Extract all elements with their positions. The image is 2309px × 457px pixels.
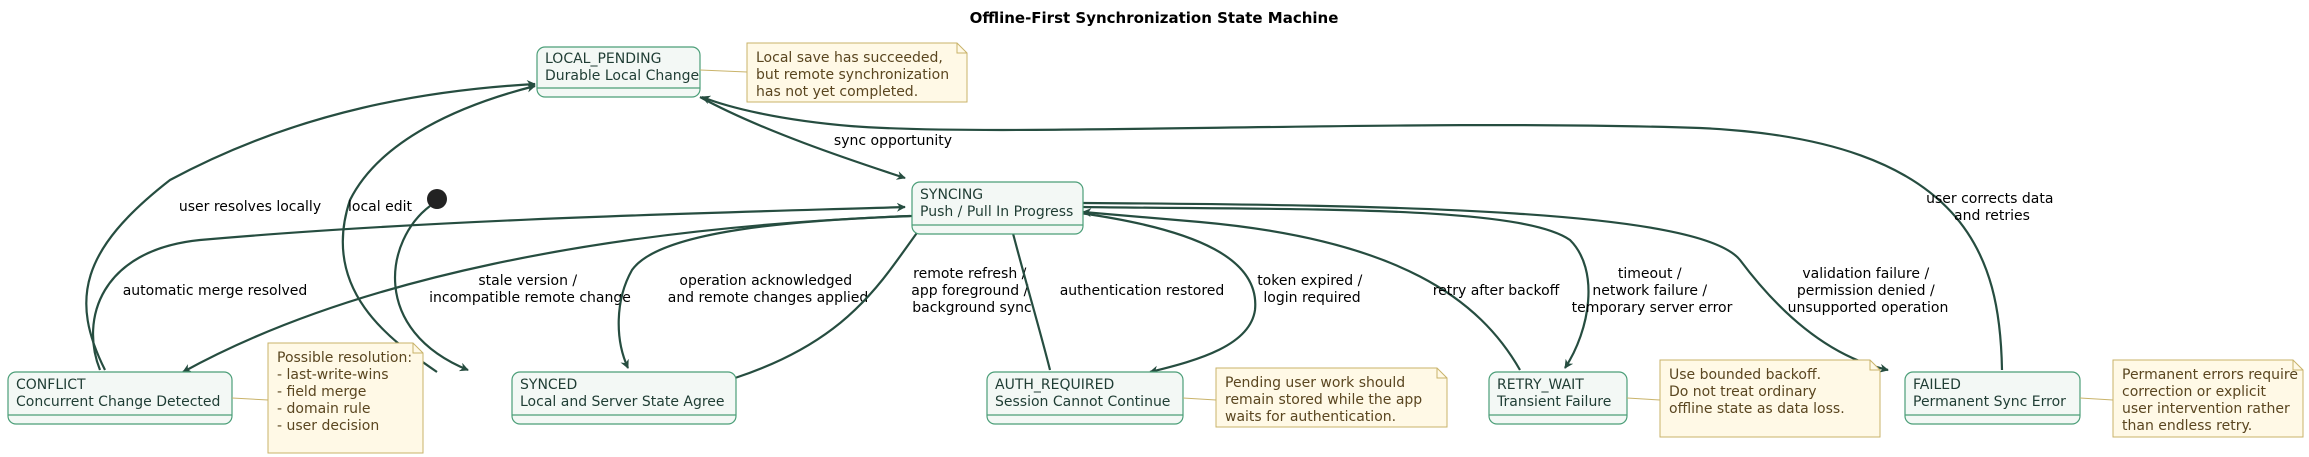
edge-local-edit: [341, 83, 536, 373]
state-local-pending: LOCAL_PENDING Durable Local Change: [536, 46, 701, 98]
initial-state-dot: [427, 189, 447, 209]
diagram-title: Offline-First Synchronization State Mach…: [970, 9, 1339, 27]
edge-label-sync-opportunity: sync opportunity: [834, 133, 952, 149]
svg-text:Local save has succeeded,: Local save has succeeded, but remote syn…: [756, 50, 954, 100]
state-syncing-name: SYNCING: [920, 187, 983, 203]
edge-label-token-expired: token expired / login required: [1257, 273, 1367, 306]
note-retry-wait: Use bounded backoff. Do not treat ordina…: [1626, 359, 1881, 438]
edge-label-stale-version: stale version / incompatible remote chan…: [429, 273, 631, 306]
edge-automatic-merge: [92, 202, 906, 371]
svg-text:Use bounded backoff.: Use bounded backoff. Do not treat ordina…: [1669, 367, 1845, 417]
state-retry-wait-name: RETRY_WAIT: [1497, 377, 1584, 393]
edge-operation-ack: [617, 214, 913, 369]
edge-label-timeout: timeout / network failure / temporary se…: [1572, 266, 1733, 316]
edge-label-auth-restored: authentication restored: [1060, 283, 1225, 299]
edge-label-remote-refresh: remote refresh / app foreground / backgr…: [911, 266, 1033, 316]
edge-validation-failure: [1082, 201, 1889, 373]
edge-remote-refresh: [734, 221, 926, 380]
state-synced-name: SYNCED: [520, 377, 577, 393]
note-auth-required: Pending user work should remain stored w…: [1182, 367, 1448, 428]
state-synced-desc: Local and Server State Agree: [520, 394, 725, 410]
state-conflict-name: CONFLICT: [16, 377, 86, 393]
edge-label-automatic-merge: automatic merge resolved: [123, 283, 308, 299]
edge-label-local-edit: local edit: [348, 199, 412, 215]
note-local-pending: Local save has succeeded, but remote syn…: [699, 42, 968, 103]
edge-retry-after: [1082, 208, 1521, 371]
edge-timeout: [1082, 205, 1590, 369]
edge-user-resolves-locally: [85, 79, 536, 371]
edge-initial-to-synced: [394, 205, 469, 372]
svg-text:Permanent errors require: Permanent errors require correction or e…: [2122, 367, 2302, 434]
edge-label-retry-after: retry after backoff: [1433, 283, 1560, 299]
state-conflict-desc: Concurrent Change Detected: [16, 394, 220, 410]
state-auth-required-name: AUTH_REQUIRED: [995, 377, 1114, 393]
state-retry-wait: RETRY_WAIT Transient Failure: [1488, 371, 1628, 425]
state-local-pending-name: LOCAL_PENDING: [545, 51, 661, 67]
state-conflict: CONFLICT Concurrent Change Detected: [7, 371, 233, 425]
state-synced: SYNCED Local and Server State Agree: [511, 371, 737, 425]
svg-text:Possible resolution:: Possible resolution: - last-write-wins -…: [277, 350, 417, 434]
edge-label-validation-failure: validation failure / permission denied /…: [1788, 266, 1949, 316]
svg-text:Pending user work should: Pending user work should remain stored w…: [1225, 375, 1427, 425]
state-local-pending-desc: Durable Local Change: [545, 68, 699, 84]
edge-token-expired: [1079, 211, 1257, 375]
state-failed-name: FAILED: [1913, 377, 1961, 393]
edge-user-corrects: [701, 95, 2004, 371]
edge-label-user-resolves-locally: user resolves locally: [179, 199, 321, 215]
state-auth-required-desc: Session Cannot Continue: [995, 394, 1170, 410]
note-failed: Permanent errors require correction or e…: [2079, 359, 2304, 438]
edge-label-operation-ack: operation acknowledged and remote change…: [668, 273, 869, 306]
state-retry-wait-desc: Transient Failure: [1496, 394, 1611, 410]
edges: sync opportunity user resolves locally l…: [85, 79, 2058, 380]
state-auth-required: AUTH_REQUIRED Session Cannot Continue: [986, 371, 1184, 425]
state-syncing: SYNCING Push / Pull In Progress: [911, 181, 1084, 235]
state-syncing-desc: Push / Pull In Progress: [920, 204, 1073, 220]
edge-label-user-corrects: user corrects data and retries: [1926, 191, 2058, 224]
state-failed-desc: Permanent Sync Error: [1913, 394, 2066, 410]
state-failed: FAILED Permanent Sync Error: [1904, 371, 2081, 425]
edge-sync-opportunity: [699, 96, 906, 180]
note-conflict: Possible resolution: - last-write-wins -…: [231, 342, 424, 454]
edge-auth-restored: [1007, 221, 1052, 371]
